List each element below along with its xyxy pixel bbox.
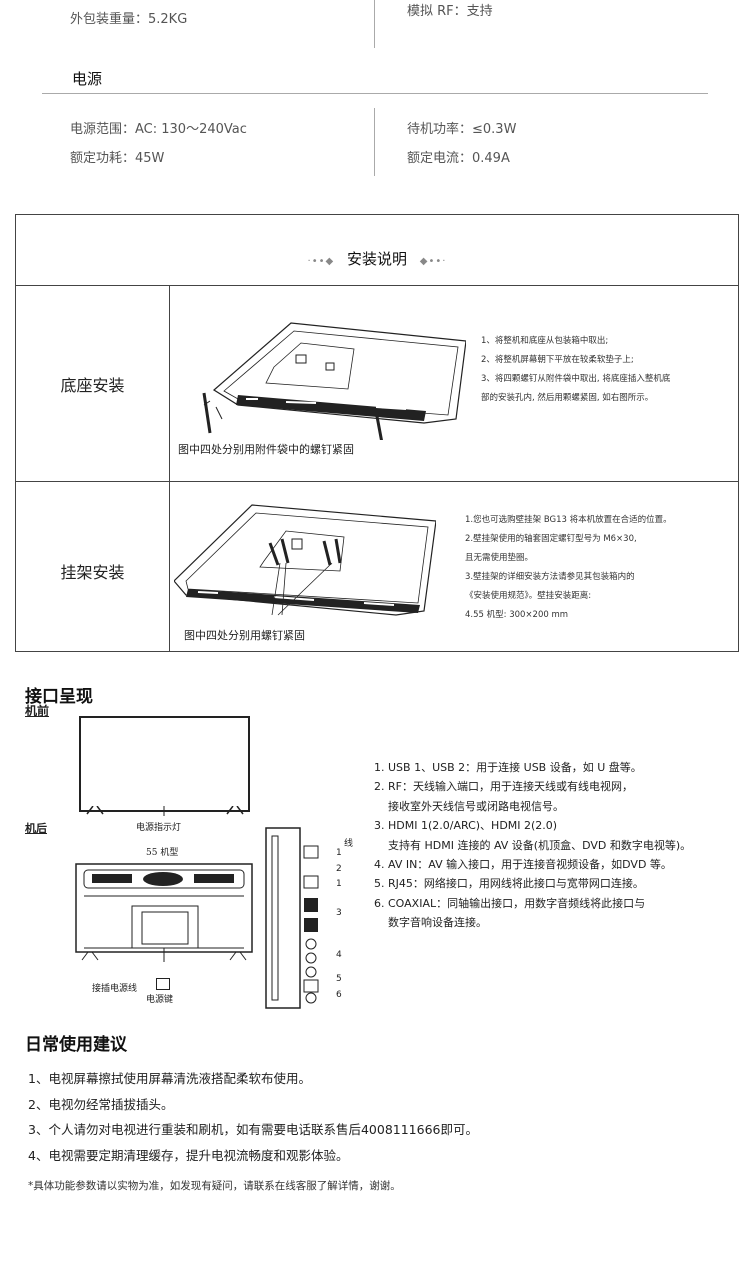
port-number: 6: [336, 990, 342, 1000]
install-col-divider: [169, 285, 170, 651]
interface-item: 5. RJ45：网络接口，用网线将此接口与宽带网口连接。: [374, 877, 644, 891]
port-number: 3: [336, 908, 342, 918]
base-note: 1、将整机和底座从包装箱中取出;: [481, 336, 609, 346]
spec-divider-power: [374, 108, 375, 176]
base-install-label: 底座安装: [60, 376, 125, 395]
power-section-title: 电源: [72, 70, 103, 88]
install-table: ·••◆ 安装说明 ◆••· 底座安装 图中四处分别用附件袋中的螺钉紧固 1、将…: [15, 214, 739, 652]
interface-item: 4. AV IN：AV 输入接口，用于连接音视频设备，如DVD 等。: [374, 858, 672, 872]
front-label: 机前: [25, 704, 50, 718]
port-number: 1: [336, 848, 342, 858]
install-title: 安装说明: [346, 250, 407, 268]
base-note: 2、将整机屏幕朝下平放在较柔软垫子上;: [481, 355, 634, 365]
daily-footnote: *具体功能参数请以实物为准，如发现有疑问，请联系在线客服了解详情，谢谢。: [28, 1180, 401, 1192]
port-number: 1: [336, 879, 342, 889]
interface-item: 3. HDMI 1(2.0/ARC)、HDMI 2(2.0): [374, 819, 558, 833]
spec-rated-power: 额定功耗：45W: [70, 151, 165, 166]
ornament-right-icon: ◆••·: [419, 256, 447, 267]
base-install-notes: 1、将整机和底座从包装箱中取出; 2、将整机屏幕朝下平放在较柔软垫子上; 3、将…: [481, 332, 670, 408]
install-header: ·••◆ 安装说明 ◆••·: [16, 215, 738, 286]
interface-item: 1. USB 1、USB 2：用于连接 USB 设备，如 U 盘等。: [374, 761, 642, 774]
install-row-divider: [16, 481, 738, 482]
wall-note: 《安装使用规范》。壁挂安装距离:: [465, 591, 592, 601]
base-note: 3、将四颗螺钉从附件袋中取出, 将底座插入整机底: [481, 374, 671, 384]
back-label: 机后: [25, 822, 47, 835]
interface-item: 支持有 HDMI 连接的 AV 设备(机顶盒、DVD 和数字电视等)。: [388, 838, 692, 852]
wall-install-label: 挂架安装: [60, 563, 125, 582]
daily-tip: 2、电视勿经常插拔插头。: [28, 1097, 174, 1112]
tv-front-stand: [86, 806, 244, 816]
wall-install-diagram: [174, 504, 436, 616]
port-number: 4: [336, 950, 342, 960]
tv-front-diagram: [79, 716, 250, 812]
interface-item: 数字音响设备连接。: [388, 916, 487, 930]
wall-note: 2.壁挂架使用的轴套固定螺钉型号为 M6×30,: [465, 534, 637, 544]
spec-package-weight: 外包装重量：5.2KG: [70, 12, 188, 27]
daily-tip: 4、电视需要定期清理缓存，提升电视流畅度和观影体验。: [28, 1148, 349, 1163]
port-number: 2: [336, 864, 342, 874]
port-wire-label: 线: [344, 839, 354, 849]
port-panel-diagram: [265, 827, 319, 1009]
interface-title: 接口呈现: [25, 687, 93, 707]
wall-note: 3.壁挂架的详细安装方法请参见其包装箱内的: [465, 572, 635, 582]
spec-standby-power: 待机功率：≤0.3W: [407, 122, 517, 137]
wall-install-notes: 1.您也可选购壁挂架 BG13 将本机放置在合适的位置。 2.壁挂架使用的轴套固…: [465, 511, 672, 625]
daily-tip: 1、电视屏幕擦拭使用屏幕清洗液搭配柔软布使用。: [28, 1071, 311, 1086]
power-key-icon: [156, 978, 170, 990]
interface-item: 2. RF：天线输入端口，用于连接天线或有线电视网，: [374, 780, 633, 794]
base-note: 部的安装孔内, 然后用颗螺紧固, 如右图所示。: [481, 393, 654, 403]
wall-note: 4.55 机型: 300×200 mm: [465, 610, 569, 620]
base-install-caption: 图中四处分别用附件袋中的螺钉紧固: [178, 443, 354, 456]
daily-tip: 3、个人请勿对电视进行重装和刷机，如有需要电话联系售后4008111666即可。: [28, 1122, 478, 1137]
ornament-left-icon: ·••◆: [307, 256, 335, 267]
power-key-label: 电源键: [146, 995, 174, 1005]
spec-rated-current: 额定电流：0.49A: [407, 151, 510, 166]
indicator-label: 电源指示灯: [136, 823, 182, 833]
wall-note: 且无需使用垫圈。: [465, 553, 534, 563]
power-divider: [42, 93, 708, 94]
spec-analog-rf: 模拟 RF：支持: [407, 4, 493, 19]
interface-item: 6. COAXIAL：同轴输出接口，用数字音频线将此接口与: [374, 896, 646, 910]
spec-divider-top: [374, 0, 375, 48]
tv-back-diagram: [75, 863, 253, 962]
model-label: 55 机型: [146, 848, 179, 858]
wall-note: 1.您也可选购壁挂架 BG13 将本机放置在合适的位置。: [465, 515, 672, 525]
port-number: 5: [336, 974, 342, 984]
power-cord-label: 接插电源线: [92, 984, 138, 994]
interface-item: 接收室外天线信号或闭路电视信号。: [388, 799, 564, 813]
interface-list: 1. USB 1、USB 2：用于连接 USB 设备，如 U 盘等。 2. RF…: [374, 758, 691, 933]
wall-install-caption: 图中四处分别用螺钉紧固: [184, 629, 305, 642]
spec-power-range: 电源范围：AC: 130～240Vac: [70, 122, 247, 137]
daily-title: 日常使用建议: [25, 1035, 127, 1055]
base-install-diagram: [202, 322, 466, 440]
